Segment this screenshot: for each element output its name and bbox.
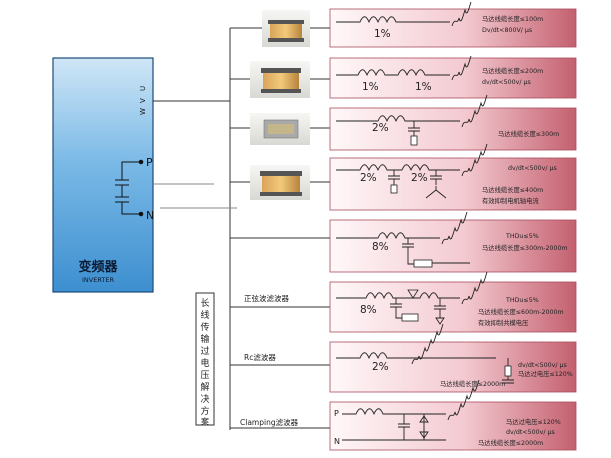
reactor-photo-2 [250, 61, 310, 98]
filter-panel-2: 1% 1% 马达线缆长度≤200m dv/dt<500v/ µs [329, 55, 577, 99]
rc-filter-label: Rc滤波器 [244, 352, 276, 362]
solution-char-8: 解 [200, 381, 209, 393]
panel-6-note-3: 有效抑制共模电压 [478, 318, 529, 327]
panel-8-p-label: P [334, 409, 339, 418]
panel-7-note-2: 马达过电压≤120% [518, 369, 573, 378]
panel-5-note-2: 马达线缆长度≤300m-2000m [482, 243, 568, 252]
filter-panel-6: 8% THDu≤5% 马达线缆长度≤600m-2000m 有效抑制共模电压 [329, 271, 577, 333]
panel-1-note-2: Dv/dt<800V/ µs [482, 27, 532, 34]
panel-8-note-3: 马达线缆长度≤2000m [478, 438, 543, 447]
panel-6-note-1: THDu≤5% [505, 297, 539, 304]
terminal-v: V [139, 98, 147, 103]
solution-char-6: 电 [200, 357, 209, 369]
reactor-photo-4 [250, 165, 310, 200]
panel-6-pct: 8% [360, 304, 377, 316]
terminal-u: U [139, 86, 147, 91]
terminal-n: N [146, 209, 154, 222]
panel-2-pct-2: 1% [415, 81, 432, 93]
panel-2-note-1: 马达线缆长度≤200m [482, 66, 543, 75]
solution-char-10: 方 [200, 405, 209, 417]
panel-4-note-3: 有效抑制电机轴电流 [482, 196, 539, 205]
solution-char-9: 决 [200, 393, 209, 405]
sine-filter-label: 正弦波滤波器 [244, 293, 289, 303]
solution-char-7: 压 [200, 370, 209, 381]
panel-4-note-2: 马达线缆长度≤400m [482, 185, 543, 194]
solution-char-5: 过 [200, 345, 209, 357]
terminal-w: W [139, 108, 147, 115]
filter-panel-8: P N 马达过电压≤120% dv/dt<500v/ µs 马达线缆长度≤200… [329, 379, 577, 451]
panel-2-note-2: dv/dt<500v/ µs [482, 79, 531, 86]
filter-panel-4: 2% 2% dv/dt<500v/ µs 马达线缆长度≤400m 有效抑制电机轴… [329, 143, 577, 211]
inverter-subtitle: INVERTER [82, 276, 114, 284]
panel-1-pct: 1% [374, 28, 391, 40]
filter-panel-3: 2% 马达线缆长度≤300m [329, 94, 577, 151]
reactor-photo-1 [262, 10, 310, 47]
panel-3-note-1: 马达线缆长度≤300m [498, 129, 559, 138]
panel-4-pct-1: 2% [360, 172, 377, 184]
panel-8-n-label: N [334, 437, 340, 446]
panel-5-note-1: THDu≤5% [505, 233, 539, 240]
panel-4-note-1: dv/dt<500v/ µs [508, 165, 557, 172]
solution-char-3: 传 [200, 321, 209, 333]
reactor-photo-3 [250, 113, 310, 145]
solution-char-11: 案 [201, 416, 209, 426]
panel-4-pct-2: 2% [411, 172, 428, 184]
panel-8-note-2: dv/dt<500v/ µs [506, 429, 555, 436]
solution-char-4: 输 [200, 333, 209, 345]
clamping-filter-label: Clamping滤波器 [240, 417, 299, 427]
dc-bus-capacitor [115, 159, 144, 217]
panel-6-note-2: 马达线缆长度≤600m-2000m [478, 307, 564, 316]
filter-panel-1: 1% 马达线缆长度≤100m Dv/dt<800V/ µs [329, 1, 577, 48]
panel-2-pct-1: 1% [362, 81, 379, 93]
panel-7-note-3: 马达线缆长度≤2000m [440, 379, 505, 388]
panel-1-note-1: 马达线缆长度≤100m [482, 14, 543, 23]
solution-char-2: 线 [200, 309, 209, 321]
panel-7-note-1: dv/dt<500v/ µs [518, 362, 567, 369]
inverter-box: 变频器 INVERTER U V W P N [52, 57, 154, 293]
terminal-p: P [146, 156, 153, 169]
solution-label-box: 长 线 传 输 过 电 压 解 决 方 案 [195, 292, 215, 426]
panel-3-pct: 2% [372, 122, 389, 134]
filter-panel-7: 2% dv/dt<500v/ µs 马达过电压≤120% 马达线缆长度≤2000… [329, 323, 577, 393]
panel-8-note-1: 马达过电压≤120% [506, 417, 561, 426]
inverter-title: 变频器 [78, 259, 118, 275]
main-bus-wiring [153, 27, 330, 430]
panel-7-pct: 2% [372, 361, 389, 373]
solution-char-1: 长 [200, 297, 209, 309]
panel-5-pct: 8% [372, 241, 389, 253]
filter-panel-5: 8% THDu≤5% 马达线缆长度≤300m-2000m [329, 211, 577, 273]
